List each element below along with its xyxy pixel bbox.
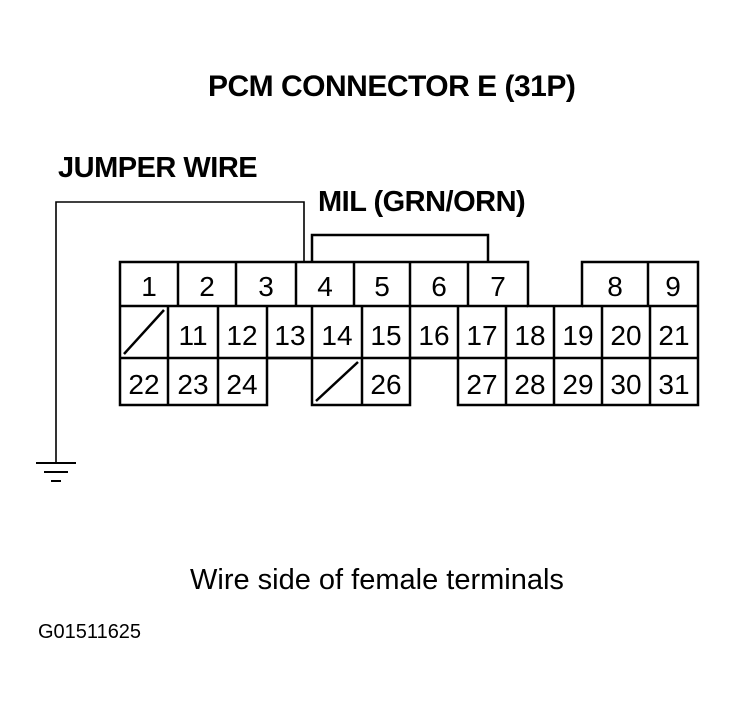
terminal-26: 26 <box>370 369 401 400</box>
unused-terminal-25 <box>315 361 359 402</box>
terminal-19: 19 <box>562 320 593 351</box>
terminal-21: 21 <box>658 320 689 351</box>
terminal-31: 31 <box>658 369 689 400</box>
terminal-9: 9 <box>665 271 681 302</box>
terminal-27: 27 <box>466 369 497 400</box>
figure-code: G01511625 <box>38 621 142 643</box>
terminal-11: 11 <box>178 320 207 351</box>
terminal-1: 1 <box>141 271 157 302</box>
terminal-30: 30 <box>610 369 641 400</box>
terminal-15: 15 <box>370 320 401 351</box>
locking-tab <box>310 233 490 262</box>
jumper-wire-label: JUMPER WIRE <box>58 152 258 184</box>
terminal-24: 24 <box>226 369 257 400</box>
terminal-6: 6 <box>431 271 447 302</box>
unused-terminal-10 <box>123 309 165 355</box>
terminal-12: 12 <box>226 320 257 351</box>
terminal-17: 17 <box>466 320 497 351</box>
terminal-8: 8 <box>607 271 623 302</box>
terminal-3: 3 <box>258 271 274 302</box>
terminal-4: 4 <box>317 271 333 302</box>
mil-label: MIL (GRN/ORN) <box>318 186 526 218</box>
connector-title: PCM CONNECTOR E (31P) <box>208 70 576 103</box>
ground-icon <box>36 462 76 482</box>
terminal-23: 23 <box>177 369 208 400</box>
terminal-22: 22 <box>128 369 159 400</box>
terminal-18: 18 <box>514 320 545 351</box>
diagram-caption: Wire side of female terminals <box>190 564 564 596</box>
connector-outline <box>118 260 700 407</box>
terminal-7: 7 <box>490 271 506 302</box>
terminal-5: 5 <box>374 271 390 302</box>
terminal-20: 20 <box>610 320 641 351</box>
terminal-28: 28 <box>514 369 545 400</box>
jumper-wire <box>55 201 305 462</box>
terminal-29: 29 <box>562 369 593 400</box>
terminal-16: 16 <box>418 320 449 351</box>
terminal-14: 14 <box>321 320 352 351</box>
terminal-13: 13 <box>274 320 305 351</box>
terminal-2: 2 <box>199 271 215 302</box>
